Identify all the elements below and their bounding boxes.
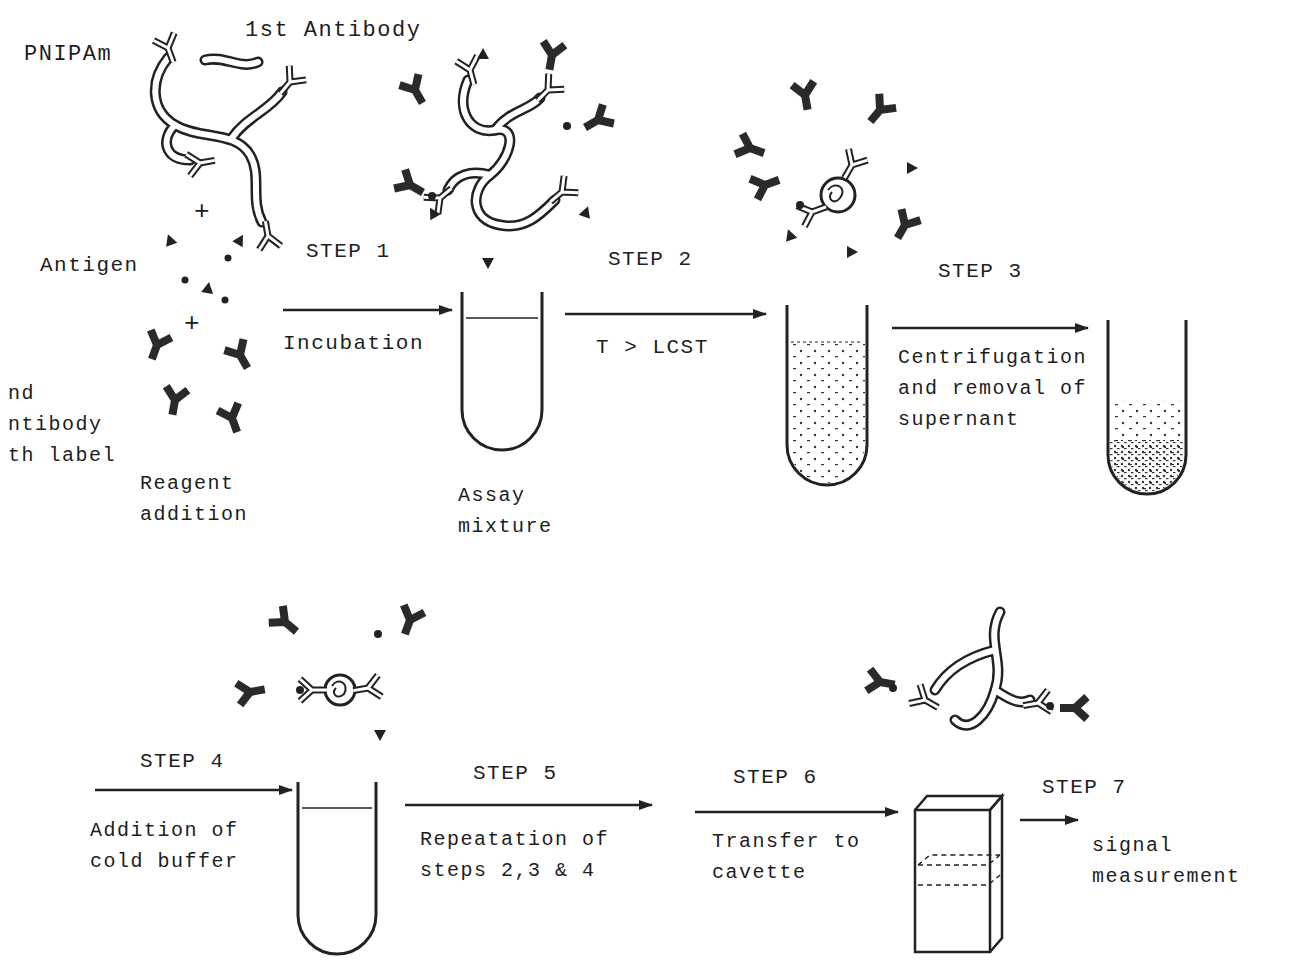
- step-text: Transfer to cavette: [712, 826, 872, 888]
- plus-sign: +: [184, 304, 201, 344]
- step-text: Addition of cold buffer: [90, 815, 290, 877]
- antibody-label: nd ntibody th label: [8, 378, 120, 471]
- step-number: STEP 4: [140, 746, 225, 779]
- step-text: Repeatation of steps 2,3 & 4: [420, 824, 660, 886]
- step-number: STEP 6: [733, 762, 818, 795]
- first-antibody: [154, 33, 1052, 717]
- polymer-label: PNIPAm: [24, 38, 112, 72]
- step-number: STEP 2: [608, 244, 693, 277]
- antigen-label: Antigen: [40, 250, 139, 283]
- step-text: T > LCST: [596, 332, 709, 365]
- test-tube: [298, 292, 1186, 954]
- tube-label: Assay mixture: [458, 480, 558, 542]
- step-number: STEP 3: [938, 256, 1023, 289]
- step-text: Centrifugation and removal of supernant: [898, 342, 1098, 435]
- step-text: Incubation: [283, 328, 424, 361]
- antibody-label: 1st Antibody: [245, 14, 421, 48]
- caption-text: Reagent addition: [140, 468, 250, 530]
- step-number: STEP 5: [473, 758, 558, 791]
- step-number: STEP 1: [306, 236, 391, 269]
- step-number: STEP 7: [1042, 772, 1127, 805]
- plus-sign: +: [194, 192, 211, 232]
- cuvette: [915, 796, 1002, 952]
- step-text: signal measurement: [1092, 830, 1252, 892]
